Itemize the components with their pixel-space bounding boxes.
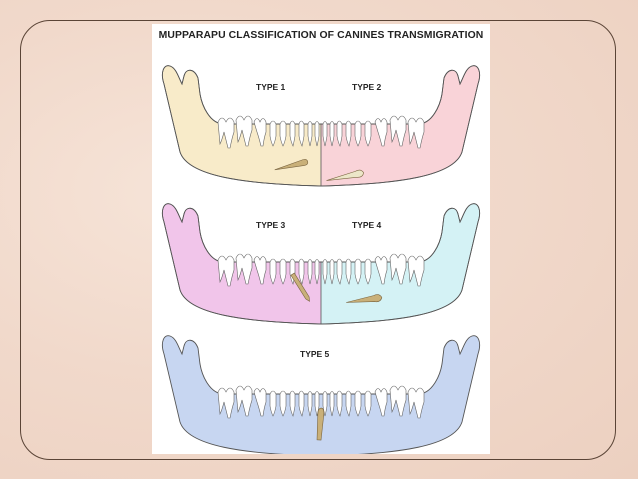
diagram-title: MUPPARAPU CLASSIFICATION OF CANINES TRAN…	[158, 30, 484, 41]
canine-type-5	[316, 407, 325, 441]
slide-frame	[20, 20, 616, 460]
mandible-panel-2	[161, 203, 481, 325]
teeth-row	[217, 115, 425, 149]
jaw-outline	[161, 203, 481, 325]
label-type-3: TYPE 3	[256, 220, 286, 230]
diagram-sheet: MUPPARAPU CLASSIFICATION OF CANINES TRAN…	[152, 24, 490, 454]
label-type-1: TYPE 1	[256, 82, 286, 92]
mandible-panel-3	[161, 335, 481, 454]
jaw-outline	[161, 65, 481, 187]
canine-type-4	[346, 294, 383, 303]
label-type-2: TYPE 2	[352, 82, 382, 92]
teeth-row	[217, 253, 425, 287]
canine-type-1	[274, 159, 309, 171]
mandible-panel-1	[161, 65, 481, 187]
canine-type-2	[326, 169, 364, 181]
jaw-full	[161, 335, 481, 454]
canine-type-3	[290, 272, 310, 302]
label-type-5: TYPE 5	[300, 349, 330, 359]
teeth-row	[217, 385, 425, 419]
label-type-4: TYPE 4	[352, 220, 382, 230]
mandible-diagram: TYPE 1 TYPE 2 TYPE 3 TYPE 4 TYPE 5	[161, 65, 481, 454]
